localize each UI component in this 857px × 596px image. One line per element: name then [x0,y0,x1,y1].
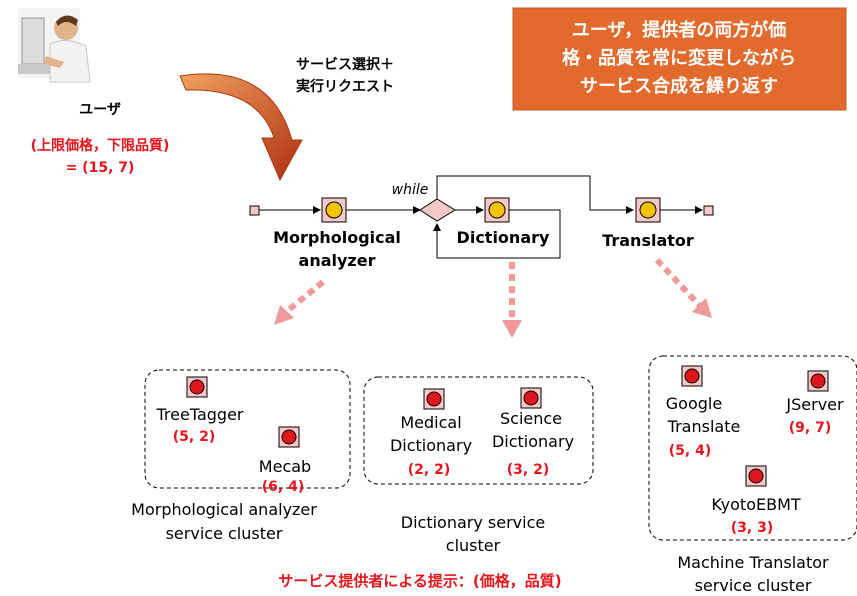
callout-box [512,7,847,111]
service-node-kyotoebmt[interactable] [745,465,767,487]
medical-dictionary-label-1: Medical [400,413,461,432]
google-translate-label-2: Translate [667,417,741,436]
callout-line-3: サービス合成を繰り返す [580,75,778,97]
service-node-google-translate[interactable] [681,365,703,387]
request-curve-arrow [179,73,303,182]
node-label-translator: Translator [602,231,694,250]
service-node-jserver[interactable] [807,370,829,392]
node-label-morph-1: Morphological [273,228,401,247]
dict-cluster-box [363,376,594,485]
treetagger-value: (5, 2) [173,429,215,445]
medical-dictionary-value: (2, 2) [408,462,450,478]
request-line-1: サービス選択＋ [296,56,394,73]
google-translate-label-1: Google [666,394,722,413]
callout-line-1: ユーザ，提供者の両方が価 [572,19,787,41]
while-label: while [392,182,429,198]
mecab-label: Mecab [259,457,311,476]
footer-note: サービス提供者による提示：(価格，品質) [278,572,561,590]
user-constraint-label: (上限価格，下限品質) [31,137,170,154]
morph-cluster-caption-2: service cluster [166,524,283,543]
dict-cluster-caption-1: Dictionary service [401,513,545,532]
while-decision [419,198,456,222]
workflow-end [703,205,714,216]
science-dictionary-value: (3, 2) [507,462,549,478]
workflow-start [249,205,260,216]
user-label: ユーザ [79,102,121,118]
jserver-value: (9, 7) [789,420,831,436]
callout-line-2: 格・品質を常に変更しながら [562,47,796,69]
service-node-medical-dictionary[interactable] [423,388,445,410]
service-node-mecab[interactable] [278,426,300,448]
request-line-2: 実行リクエスト [296,78,394,95]
medical-dictionary-label-2: Dictionary [390,436,472,455]
dict-cluster-caption-2: cluster [446,536,501,555]
service-node-treetagger[interactable] [186,376,208,398]
google-translate-value: (5, 4) [669,443,711,459]
discovery-arrows [284,257,703,320]
workflow: while [249,175,714,259]
service-node-science-dictionary[interactable] [520,387,542,409]
discovery-arrowheads [274,298,712,338]
morph-cluster-box [144,369,351,489]
trans-cluster-caption-2: service cluster [695,576,812,595]
science-dictionary-label-2: Dictionary [492,432,574,451]
user-constraint-value: = (15, 7) [66,160,135,176]
trans-cluster-box [648,355,857,541]
node-label-dictionary: Dictionary [457,228,550,247]
node-label-morph-2: analyzer [299,251,376,270]
dictionary-node[interactable] [484,197,510,223]
kyotoebmt-value: (3, 3) [731,520,773,536]
kyotoebmt-label: KyotoEBMT [711,495,801,514]
mecab-value: (6, 4) [262,479,304,495]
user-at-computer-icon [18,8,91,83]
trans-cluster-caption-1: Machine Translator [677,553,829,572]
science-dictionary-label-1: Science [500,409,562,428]
morph-cluster-caption-1: Morphological analyzer [131,500,317,519]
treetagger-label: TreeTagger [156,405,244,424]
jserver-label: JServer [785,395,844,414]
translator-node[interactable] [635,197,661,223]
morph-node[interactable] [321,197,347,223]
